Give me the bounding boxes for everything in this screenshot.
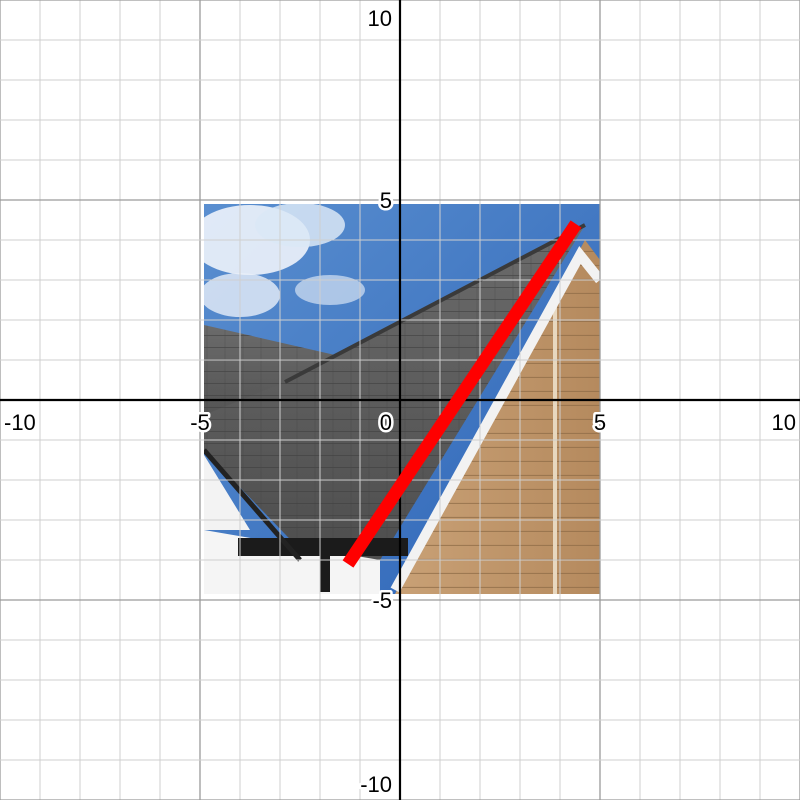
y-tick-label-halo: 10 bbox=[368, 6, 392, 31]
segment-layer bbox=[342, 220, 582, 568]
x-tick-label: -5 bbox=[190, 410, 210, 435]
x-tick-label: -10 bbox=[4, 410, 36, 435]
x-tick-label-halo: 5 bbox=[594, 410, 606, 435]
x-tick-label-halo: -10 bbox=[4, 410, 36, 435]
y-tick-label: 10 bbox=[368, 6, 392, 31]
y-tick-label: 5 bbox=[380, 188, 392, 213]
x-tick-label-halo: -5 bbox=[190, 410, 210, 435]
x-tick-label: 0 bbox=[380, 410, 392, 435]
x-tick-label: 10 bbox=[772, 410, 796, 435]
red-line-segment[interactable] bbox=[342, 220, 582, 568]
house-roof-photo bbox=[204, 204, 600, 594]
x-tick-label: 5 bbox=[594, 410, 606, 435]
y-tick-label: -5 bbox=[372, 588, 392, 613]
x-tick-label-halo: 10 bbox=[772, 410, 796, 435]
y-tick-label-halo: -10 bbox=[360, 772, 392, 797]
y-tick-label-halo: -5 bbox=[372, 588, 392, 613]
y-tick-label: -10 bbox=[360, 772, 392, 797]
y-tick-label-halo: 5 bbox=[380, 188, 392, 213]
x-tick-label-halo: 0 bbox=[380, 410, 392, 435]
